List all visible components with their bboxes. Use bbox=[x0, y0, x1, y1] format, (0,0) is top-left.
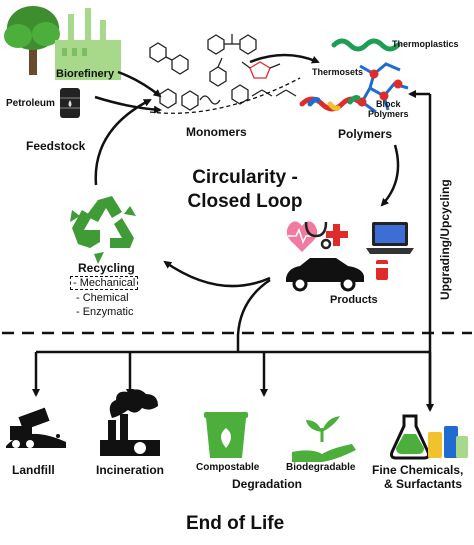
thermoplastic-chain bbox=[331, 38, 401, 52]
fine-chemicals-label-1: Fine Chemicals, bbox=[372, 463, 464, 477]
title-line-2: Closed Loop bbox=[187, 190, 303, 212]
incineration-label: Incineration bbox=[96, 463, 165, 477]
block-polymers-label-2: Polymers bbox=[368, 109, 409, 119]
landfill-icon bbox=[6, 407, 66, 448]
stethoscope-icon bbox=[304, 221, 332, 250]
upgrading-upcycling-label: Upgrading/Upcycling bbox=[438, 179, 452, 300]
closed-loop-title: Circularity - Closed Loop bbox=[180, 166, 310, 214]
monomers-to-polymers-arrow bbox=[249, 53, 320, 64]
flask-bottles-icon bbox=[390, 414, 468, 460]
laptop-icon bbox=[366, 222, 414, 254]
plant-hand-icon bbox=[292, 416, 356, 462]
thermoset-network bbox=[357, 62, 409, 114]
feedstock-label: Feedstock bbox=[26, 139, 86, 153]
petroleum-label: Petroleum bbox=[6, 98, 55, 109]
oil-barrel-icon bbox=[60, 88, 80, 118]
biorefinery-label: Biorefinery bbox=[56, 68, 115, 80]
fine-chemicals-label-2: & Surfactants bbox=[384, 477, 463, 491]
heart-health-icon bbox=[286, 221, 318, 252]
car-icon bbox=[286, 258, 364, 292]
polymers-to-products-arrow bbox=[380, 144, 400, 207]
incineration-icon bbox=[100, 389, 160, 456]
thermoplastics-label: Thermoplastics bbox=[392, 39, 459, 49]
feedstock-to-monomers-arrow-1 bbox=[117, 70, 162, 98]
compostable-label: Compostable bbox=[196, 462, 260, 473]
can-icon bbox=[376, 260, 388, 280]
recycle-icon bbox=[70, 196, 136, 264]
landfill-label: Landfill bbox=[12, 463, 55, 477]
end-of-life-branches bbox=[32, 278, 434, 412]
products-label: Products bbox=[330, 294, 378, 306]
compost-bin-icon bbox=[204, 412, 248, 458]
monomer-dashed-link bbox=[149, 77, 301, 114]
thermosets-label: Thermosets bbox=[312, 67, 364, 77]
recycling-mechanical: - Mechanical bbox=[70, 276, 139, 291]
monomer-structures bbox=[149, 34, 297, 111]
title-line-1: Circularity - bbox=[192, 167, 298, 188]
recycling-chemical: - Chemical bbox=[76, 292, 129, 304]
degradation-label: Degradation bbox=[232, 477, 303, 491]
biodegradable-label: Biodegradable bbox=[286, 462, 356, 473]
block-polymer-chain bbox=[299, 95, 365, 112]
end-of-life-title: End of Life bbox=[186, 513, 285, 534]
factory-icon bbox=[55, 8, 121, 80]
monomers-label: Monomers bbox=[186, 125, 247, 139]
recycling-to-monomers-arrow bbox=[94, 98, 152, 186]
polymers-label: Polymers bbox=[338, 127, 393, 141]
medical-cross-icon bbox=[326, 224, 348, 246]
products-to-recycling-arrow bbox=[163, 260, 271, 288]
tree-icon bbox=[4, 6, 60, 75]
recycling-label: Recycling bbox=[78, 261, 135, 275]
feedstock-to-monomers-arrow-2 bbox=[94, 95, 162, 114]
recycling-enzymatic: - Enzymatic bbox=[76, 306, 134, 318]
block-polymers-label-1: Block bbox=[376, 99, 401, 109]
